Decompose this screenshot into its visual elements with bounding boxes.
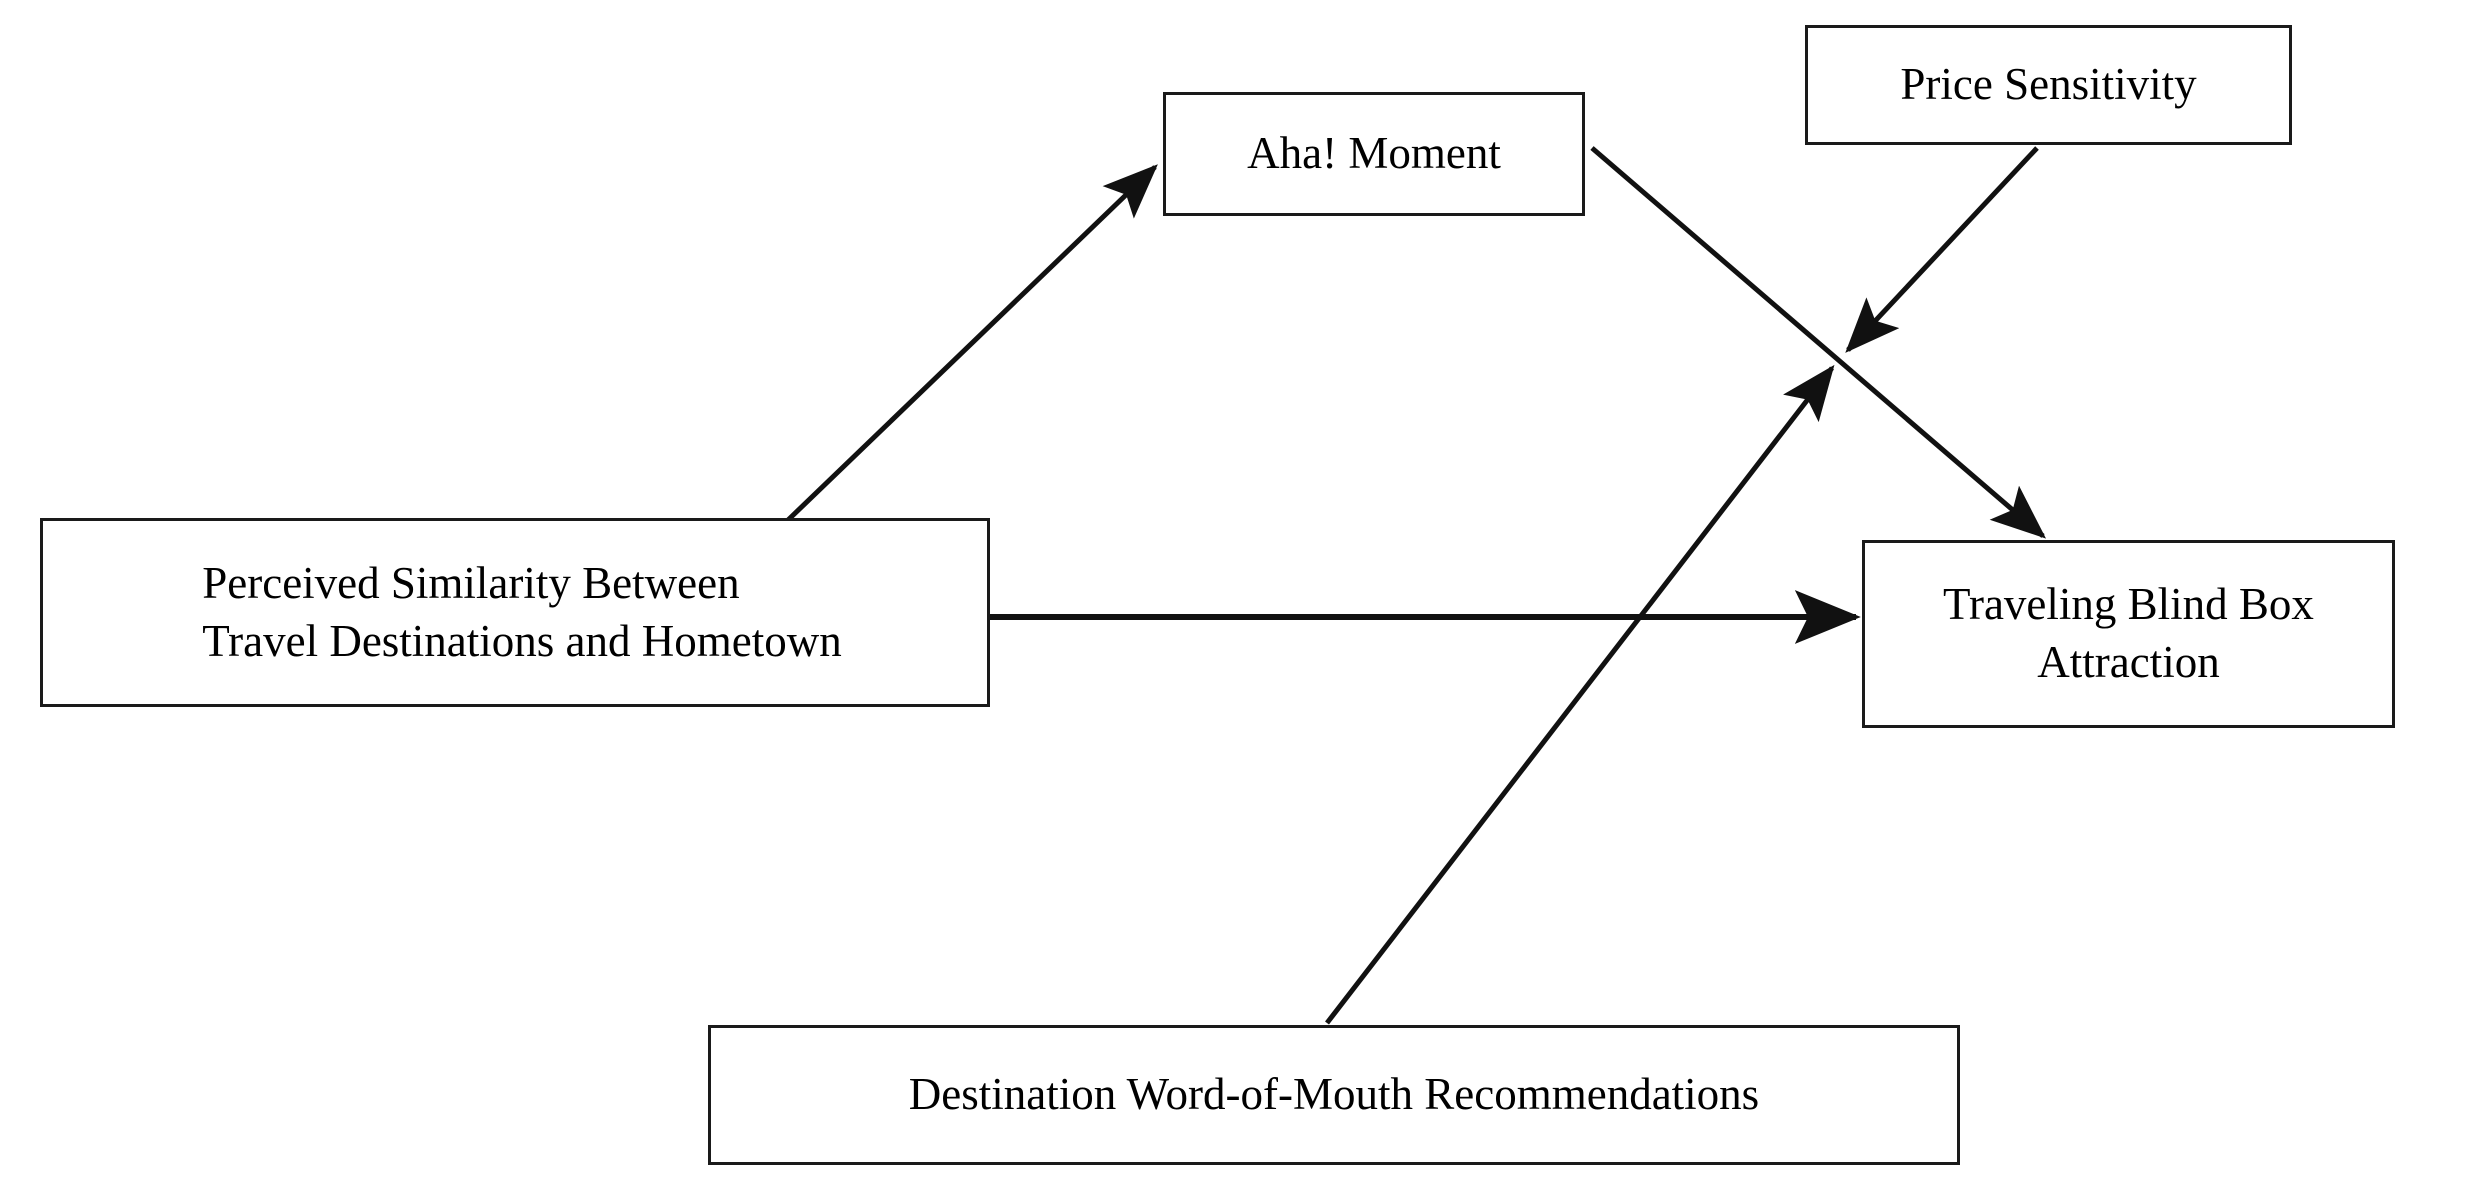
node-aha-moment: Aha! Moment xyxy=(1163,92,1585,216)
edge-price-sensitivity-moderation xyxy=(1845,146,2039,353)
node-perceived-similarity: Perceived Similarity Between Travel Dest… xyxy=(40,518,990,707)
node-destination-wom: Destination Word-of-Mouth Recommendation… xyxy=(708,1025,1960,1165)
node-aha-moment-label: Aha! Moment xyxy=(1247,128,1501,179)
edge-perceived-similarity-to-aha-moment xyxy=(785,164,1158,523)
edge-destination-wom-moderation xyxy=(1325,364,1835,1025)
node-destination-wom-label: Destination Word-of-Mouth Recommendation… xyxy=(908,1069,1760,1120)
node-traveling-blind-box: Traveling Blind Box Attraction xyxy=(1862,540,2395,728)
node-perceived-similarity-label: Perceived Similarity Between Travel Dest… xyxy=(202,557,842,666)
edge-aha-moment-to-blind-box xyxy=(1590,146,2047,539)
node-price-sensitivity: Price Sensitivity xyxy=(1805,25,2292,145)
node-price-sensitivity-label: Price Sensitivity xyxy=(1900,59,2197,110)
node-traveling-blind-box-label: Traveling Blind Box Attraction xyxy=(1943,579,2314,687)
